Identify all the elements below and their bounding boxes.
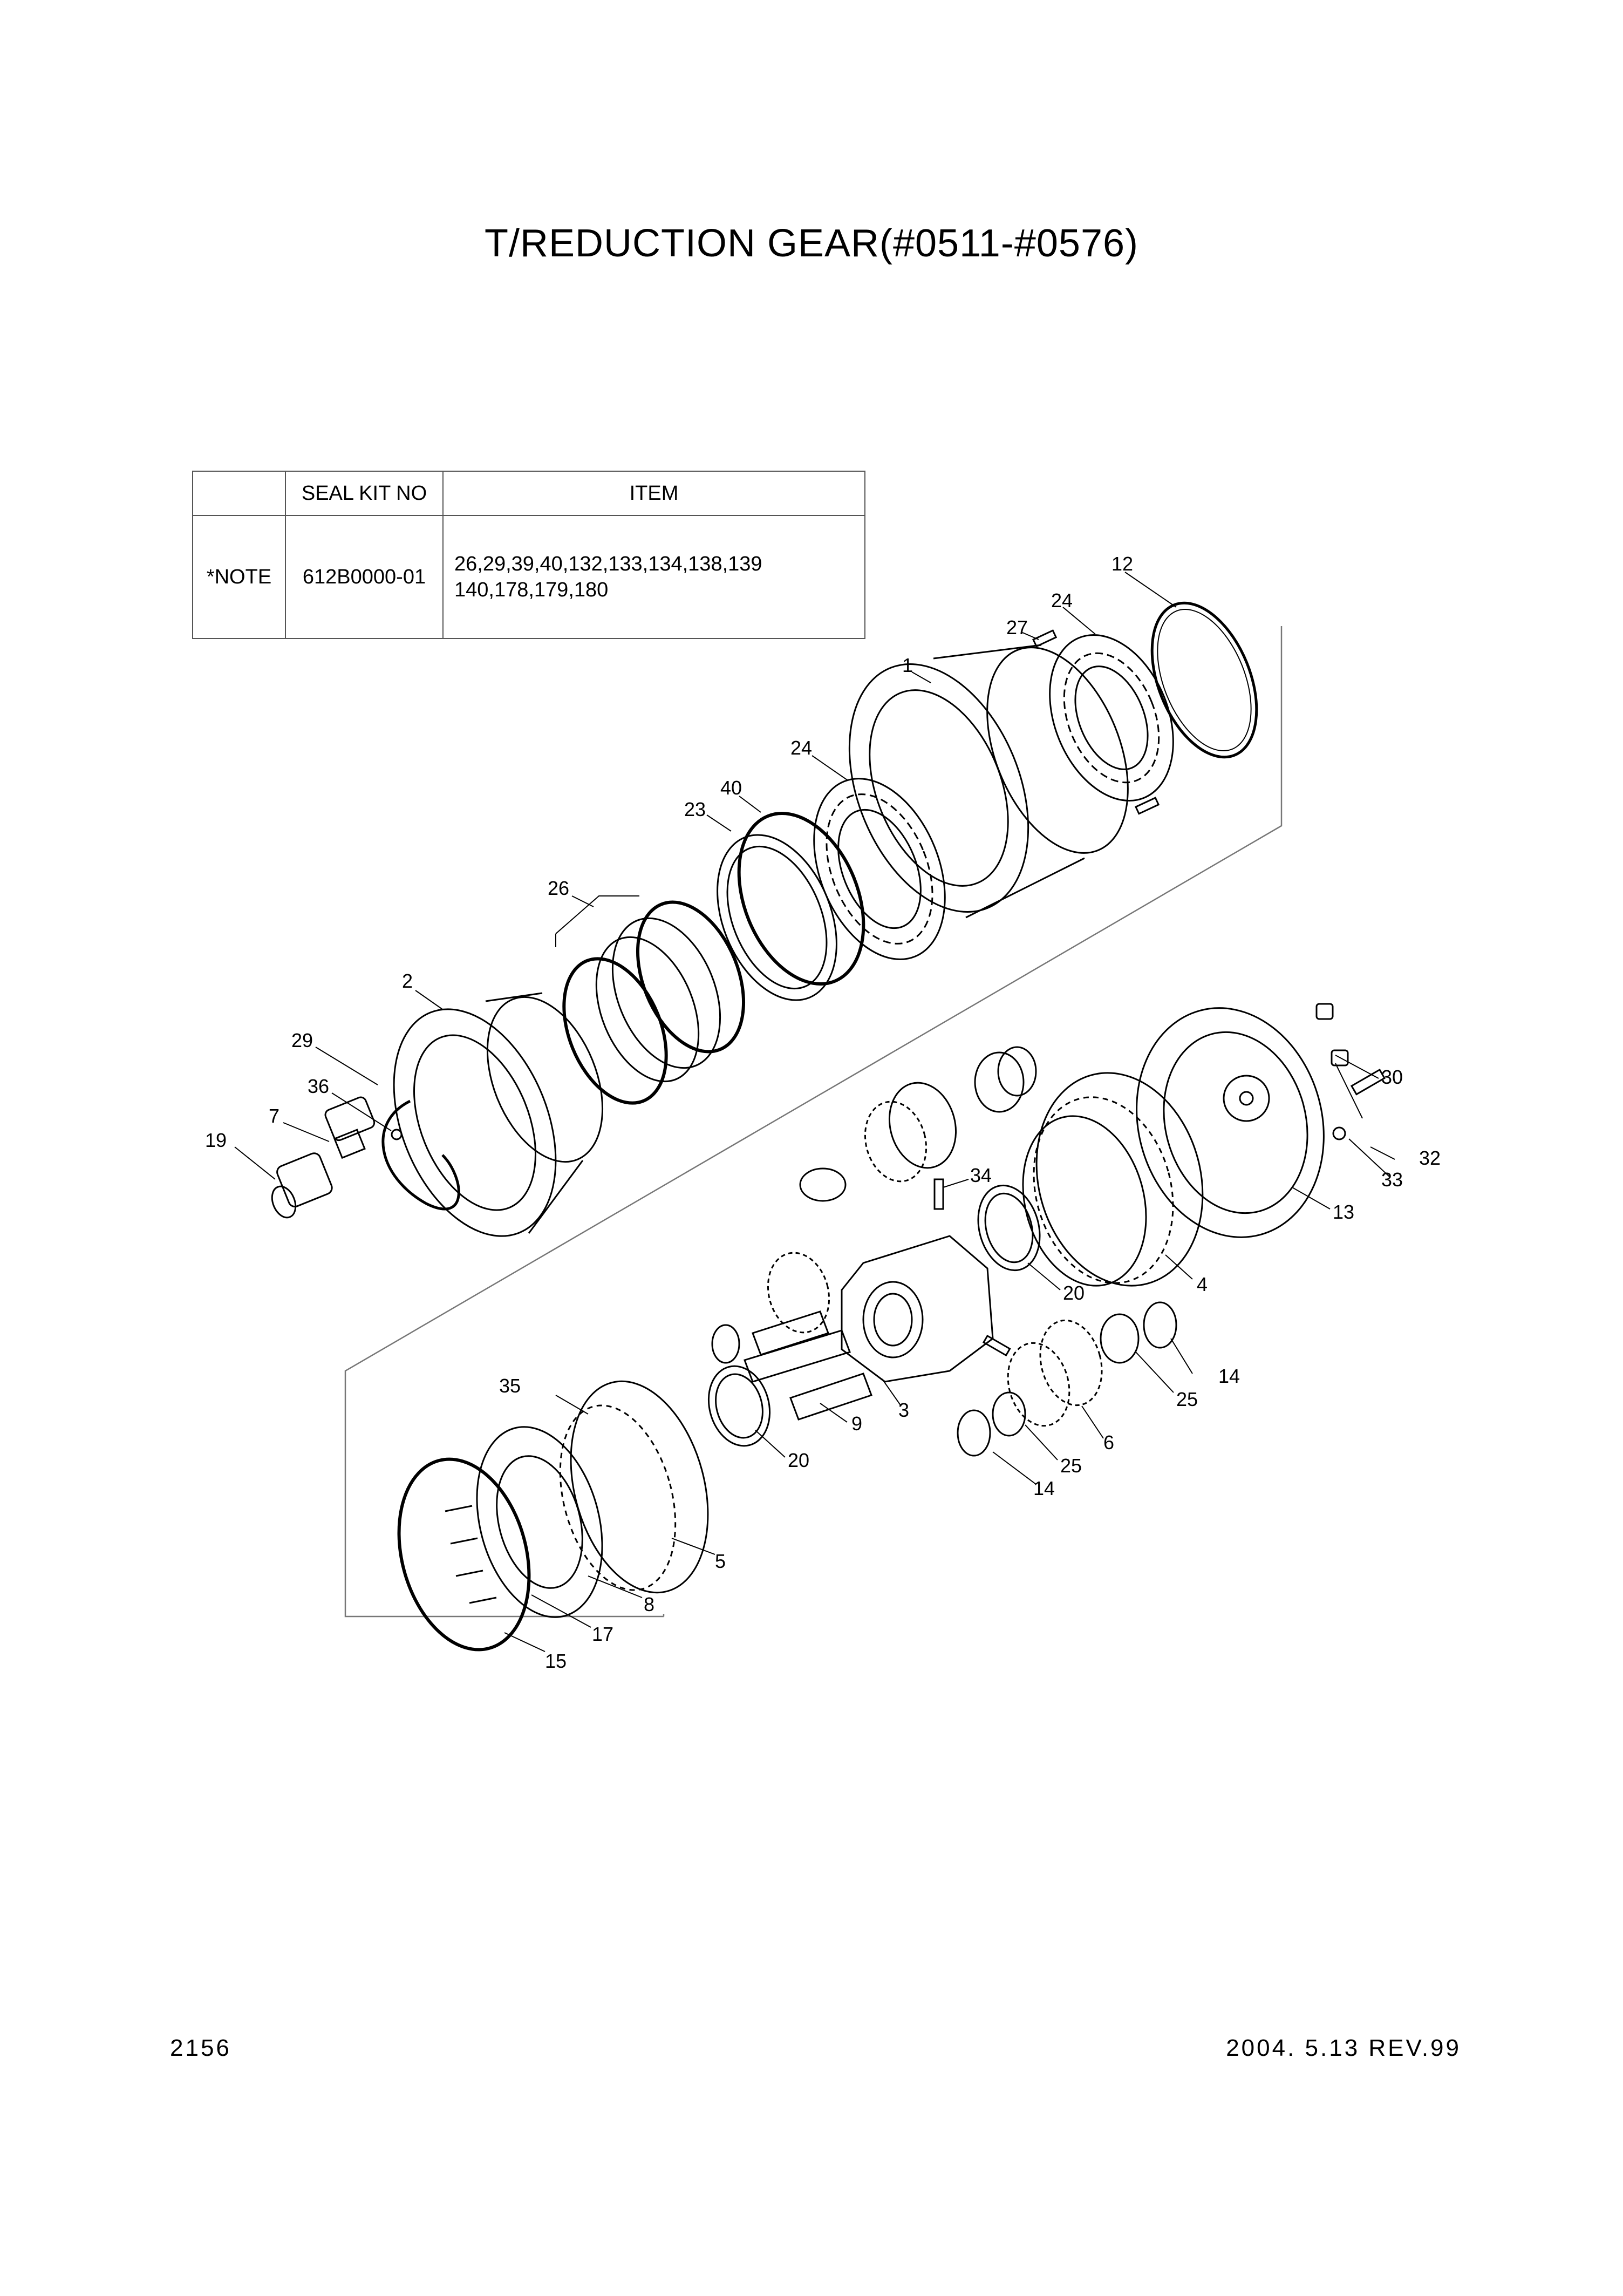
header-blank [192,471,286,516]
callout-19: 19 [205,1129,227,1151]
part-24-bearing-middle [813,778,946,960]
item-list-line-2: 140,178,179,180 [454,579,609,601]
callout-20-bottom: 20 [788,1449,809,1471]
callout-40: 40 [720,777,742,799]
callout-25-right: 25 [1176,1388,1198,1410]
leader-lines [234,572,1395,1652]
callout-17: 17 [592,1623,613,1645]
part-32-bolt [1350,1068,1386,1096]
part-6-planet-gear [1007,1319,1103,1427]
callout-labels: 12 24 27 1 24 40 23 26 2 29 36 7 19 30 3… [205,553,1441,1672]
part-36-ball [391,1129,403,1140]
part-15-o-ring [397,1457,531,1652]
callout-6: 6 [1103,1431,1114,1453]
seal-kit-table: SEAL KIT NO ITEM *NOTE 612B0000-01 26,29… [192,471,865,639]
callout-24-middle: 24 [790,737,812,759]
part-20-thrust-ring-top [977,1184,1041,1272]
callout-15: 15 [545,1650,567,1672]
part-3-carrier [841,1235,994,1383]
item-list-line-1: 26,29,39,40,132,133,134,138,139 [454,553,762,575]
callout-14-right: 14 [1218,1365,1240,1387]
part-8-hub [476,1426,603,1618]
callout-5: 5 [715,1550,726,1572]
callout-30: 30 [1381,1066,1403,1088]
callout-13: 13 [1333,1201,1354,1223]
callout-4: 4 [1197,1273,1208,1295]
callout-9: 9 [851,1412,862,1435]
callout-3: 3 [898,1399,909,1421]
header-seal-kit-no: SEAL KIT NO [285,471,444,516]
part-40-o-ring [737,812,865,986]
part-planet-gear-set-top [799,1046,1037,1202]
callout-23: 23 [684,798,706,820]
item-list: 26,29,39,40,132,133,134,138,139 140,178,… [442,515,865,639]
group-boundary-lines [344,626,1283,1618]
callout-24-top: 24 [1051,589,1073,612]
part-pin-small [982,1334,1011,1357]
callout-1: 1 [902,654,913,676]
part-1-housing [848,644,1129,919]
part-7-coupling [324,1096,376,1159]
part-12-o-ring [1150,601,1258,759]
part-20-thrust-ring-bottom [707,1365,771,1447]
part-23-ring [717,834,837,1001]
callout-33: 33 [1381,1169,1403,1191]
header-item: ITEM [442,471,865,516]
callout-26: 26 [548,877,569,899]
revision-date: 2004. 5.13 REV.99 [1226,2035,1461,2061]
page-number: 2156 [170,2035,231,2061]
part-33-washer [1332,1126,1346,1140]
callout-27: 27 [1006,616,1028,638]
callout-2: 2 [402,970,413,992]
callout-14-left: 14 [1033,1477,1055,1499]
part-4-ring-gear [1022,1072,1204,1287]
seal-kit-number: 612B0000-01 [285,515,444,639]
callout-7: 7 [269,1105,279,1127]
part-26-floating-seals [555,895,746,1105]
part-24-bearing-top [1049,634,1174,801]
part-19-cap [271,1152,333,1219]
callout-34: 34 [970,1164,992,1186]
part-30-plugs [1315,1003,1349,1067]
part-25-bearings [992,1313,1140,1437]
callout-36: 36 [308,1075,329,1097]
callout-8: 8 [644,1593,654,1615]
callout-35: 35 [499,1375,521,1397]
part-34-pin [933,1178,944,1210]
note-label: *NOTE [192,515,286,639]
page-title: T/REDUCTION GEAR(#0511-#0576) [484,222,1139,265]
callout-25-left: 25 [1060,1455,1082,1477]
part-9-shafts [744,1310,872,1421]
part-29-snap-ring [381,1099,460,1211]
callout-32: 32 [1419,1147,1441,1169]
callout-12: 12 [1111,553,1133,575]
callout-20-top: 20 [1063,1282,1085,1304]
part-planet-gear-set-left [711,1252,830,1364]
part-27-pin [1032,629,1160,815]
table-row: *NOTE 612B0000-01 26,29,39,40,132,133,13… [192,515,865,639]
part-13-cover [1136,1007,1325,1238]
part-2-spindle [393,992,604,1237]
part-17-pins [445,1505,497,1604]
part-14-washers [957,1301,1177,1457]
callout-29: 29 [291,1029,313,1051]
table-header-row: SEAL KIT NO ITEM [192,471,865,516]
